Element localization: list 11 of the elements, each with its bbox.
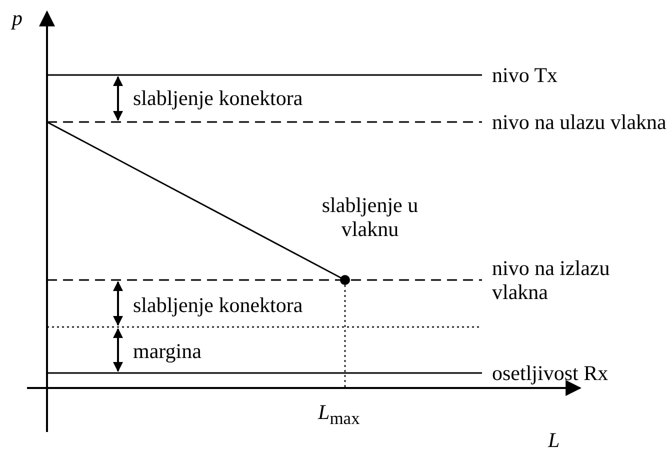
axis-label: L xyxy=(548,428,560,452)
axis-label: p xyxy=(12,6,22,30)
dimension-label: slabljenje konektora xyxy=(133,293,303,317)
axis-tick-label: L$_{max}$ xyxy=(318,400,360,430)
level-label: nivo na ulazu vlakna xyxy=(492,110,666,134)
level-label: nivo Tx xyxy=(492,63,558,87)
dimension-label: slabljenje konektora xyxy=(133,86,303,110)
slope-label: slabljenje u vlaknu xyxy=(320,193,420,241)
level-label: osetljivost Rx xyxy=(492,361,608,385)
level-label: nivo na izlazu vlakna xyxy=(492,256,611,304)
dimension-label: margina xyxy=(133,339,202,363)
